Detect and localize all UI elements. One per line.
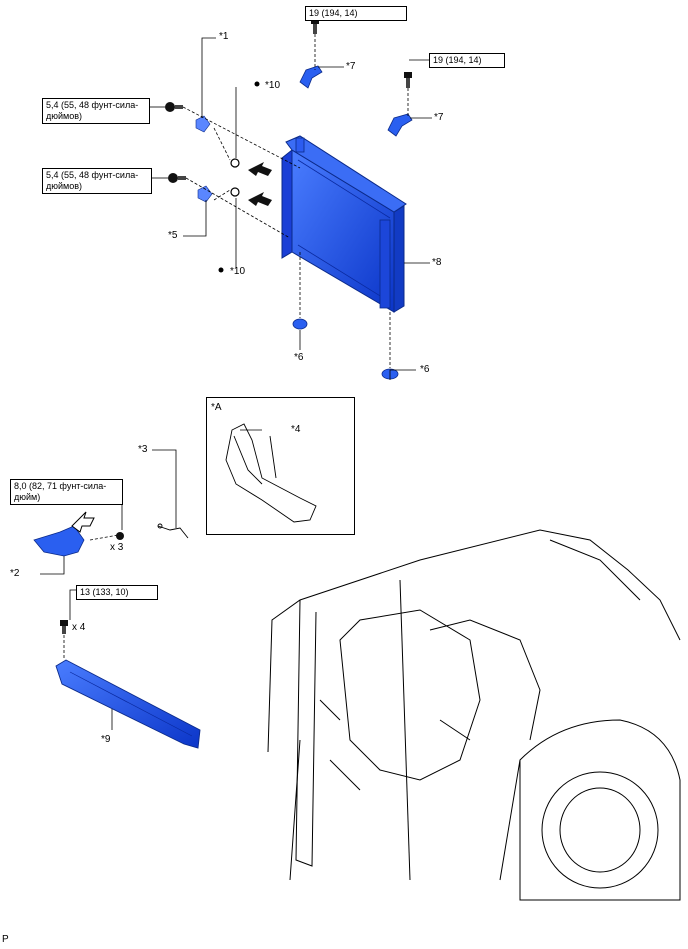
- o-ring-icon: [230, 187, 240, 197]
- callout-4: *4: [291, 424, 301, 435]
- bolt-icon: [311, 18, 319, 34]
- radiator-part: [281, 135, 407, 313]
- callout-10: *10: [265, 80, 281, 91]
- inset-label: *A: [211, 402, 222, 413]
- cushion-part-5: [197, 185, 213, 203]
- torque-spec-box: 19 (194, 14): [429, 53, 505, 68]
- torque-spec-box: 13 (133, 10): [76, 585, 158, 600]
- callout-6: *6: [294, 352, 304, 363]
- torque-spec-box: 5,4 (55, 48 фунт-сила-дюймов): [42, 168, 152, 194]
- bolt-icon: [404, 72, 412, 88]
- callout-9: *9: [101, 734, 111, 745]
- quantity-label: x 4: [72, 622, 86, 633]
- arrow-icon: [248, 162, 272, 176]
- callout-8: *8: [432, 257, 442, 268]
- lower-cushion-left: [292, 318, 308, 330]
- cushion-part-1: [195, 115, 211, 133]
- shroud-sketch: [225, 423, 317, 523]
- screw-icon: [165, 102, 183, 112]
- lower-support-bar: [55, 659, 201, 749]
- quantity-label: x 3: [110, 542, 124, 553]
- callout-2: *2: [10, 568, 20, 579]
- bolt-icon: [60, 620, 68, 634]
- upper-support-bracket-right: [387, 113, 413, 137]
- bullet-dot-icon: [218, 267, 224, 273]
- screw-icon: [168, 173, 186, 183]
- callout-7: *7: [346, 61, 356, 72]
- callout-10: *10: [230, 266, 246, 277]
- inset-view-a: *A: [206, 397, 355, 535]
- torque-spec-box: 8,0 (82, 71 фунт-сила-дюйм): [10, 479, 123, 505]
- callout-3: *3: [138, 444, 148, 455]
- callout-5: *5: [168, 230, 178, 241]
- arrow-icon: [248, 192, 272, 206]
- nut-icon: [116, 532, 124, 540]
- footer-code: P: [2, 934, 9, 945]
- callout-7: *7: [434, 112, 444, 123]
- sensor-part: [157, 523, 189, 539]
- callout-6: *6: [420, 364, 430, 375]
- upper-support-bracket-left: [299, 65, 323, 89]
- torque-spec-box: 19 (194, 14): [305, 6, 407, 21]
- vehicle-front-sketch: [267, 529, 681, 901]
- install-guide-lines: [63, 34, 409, 660]
- bullet-dot-icon: [254, 81, 260, 87]
- o-ring-icon: [230, 158, 240, 168]
- hollow-arrow-icon: [71, 511, 95, 533]
- torque-spec-box: 5,4 (55, 48 фунт-сила-дюймов): [42, 98, 150, 124]
- callout-1: *1: [219, 31, 229, 42]
- support-part-2: [33, 525, 85, 557]
